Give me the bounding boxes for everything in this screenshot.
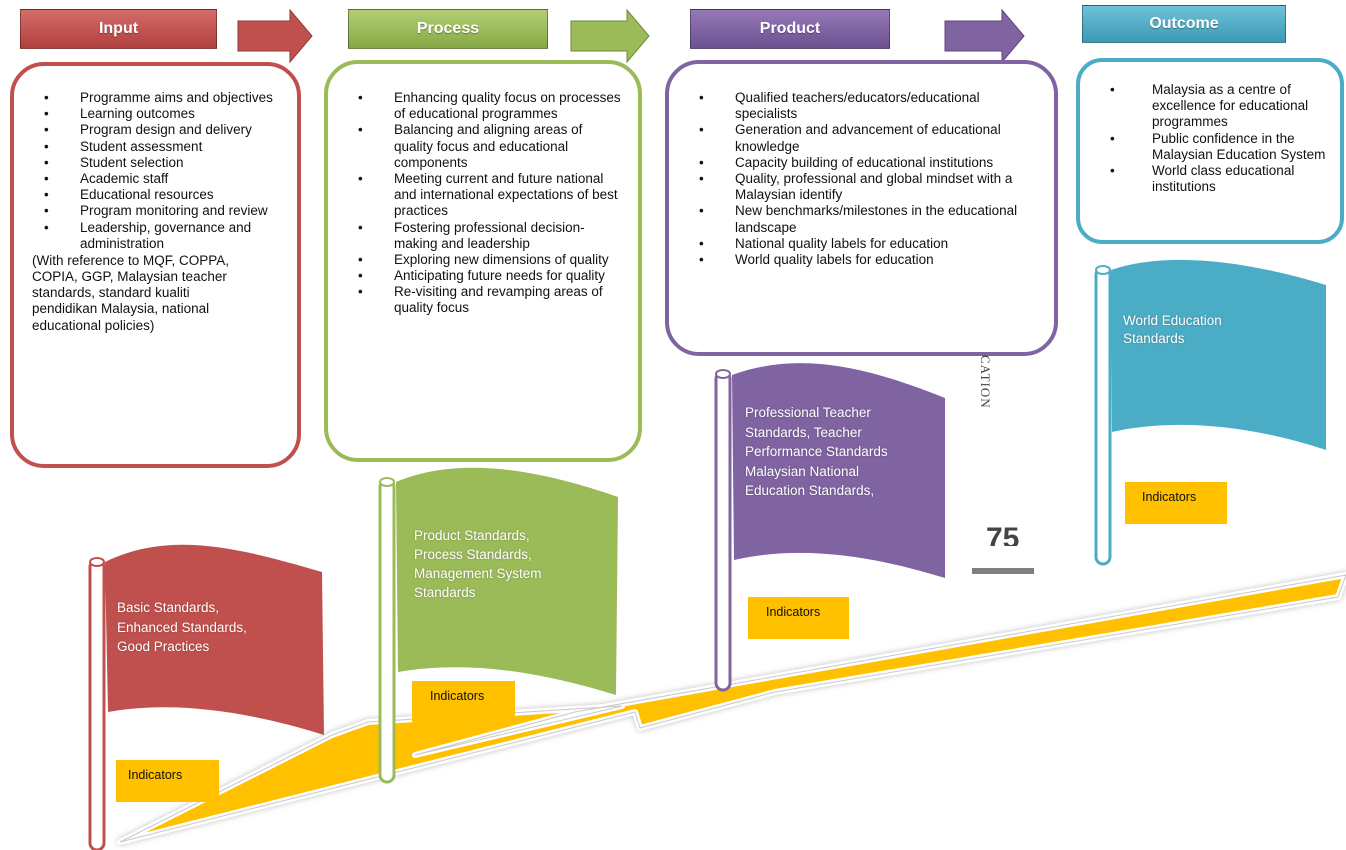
list-item: Generation and advancement of educationa… bbox=[669, 122, 1036, 154]
flag-line: Professional Teacher bbox=[745, 405, 871, 420]
vertical-text-fragment: CATION bbox=[978, 355, 993, 409]
indicators-outcome: Indicators bbox=[1125, 482, 1227, 524]
flag-line: Standards, Teacher bbox=[745, 424, 862, 440]
flag-product bbox=[714, 363, 945, 692]
flag-process-text: Product Standards, Process Standards, Ma… bbox=[414, 527, 614, 603]
list-item: Malaysia as a centre of excellence for e… bbox=[1080, 82, 1332, 131]
list-item: Anticipating future needs for quality bbox=[328, 268, 624, 284]
list-item: Student selection bbox=[14, 155, 287, 171]
flag-outcome bbox=[1094, 259, 1326, 566]
list-item: Program design and delivery bbox=[14, 122, 287, 138]
tab-process: Process bbox=[348, 9, 548, 49]
list-item: Student assessment bbox=[14, 139, 287, 155]
input-box: Programme aims and objectives Learning o… bbox=[10, 62, 301, 468]
arrow-process-to-product bbox=[570, 8, 650, 64]
flag-process bbox=[378, 467, 618, 784]
list-item: Program monitoring and review bbox=[14, 203, 287, 219]
list-item: Exploring new dimensions of quality bbox=[328, 252, 624, 268]
tab-product: Product bbox=[690, 9, 890, 49]
input-list: Programme aims and objectives Learning o… bbox=[14, 90, 287, 252]
list-item: World quality labels for education bbox=[669, 252, 1036, 268]
lightning-bolt-road bbox=[117, 572, 1346, 845]
page-number: 75 bbox=[986, 522, 1020, 546]
list-item: Meeting current and future national and … bbox=[328, 171, 624, 220]
flag-line: Education Standards, bbox=[745, 483, 875, 499]
input-reference-note: (With reference to MQF, COPPA, COPIA, GG… bbox=[32, 252, 230, 333]
flag-line: Standards bbox=[1123, 330, 1185, 346]
list-item: Re-visiting and revamping areas of quali… bbox=[328, 284, 624, 316]
outcome-box: Malaysia as a centre of excellence for e… bbox=[1076, 58, 1344, 244]
list-item: Learning outcomes bbox=[14, 106, 287, 122]
list-item: Academic staff bbox=[14, 171, 287, 187]
list-item: Fostering professional decision-making a… bbox=[328, 220, 624, 252]
process-list: Enhancing quality focus on processes of … bbox=[328, 90, 624, 317]
flag-outcome-text: World Education Standards bbox=[1123, 312, 1318, 347]
tab-input: Input bbox=[20, 9, 217, 49]
indicators-process: Indicators bbox=[412, 681, 515, 722]
flag-line: Enhanced Standards, bbox=[117, 619, 247, 635]
flag-input-text: Basic Standards, Enhanced Standards, Goo… bbox=[117, 598, 317, 657]
list-item: National quality labels for education bbox=[669, 236, 1036, 252]
list-item: Leadership, governance and administratio… bbox=[14, 220, 287, 252]
list-item: Qualified teachers/educators/educational… bbox=[669, 90, 1036, 122]
list-item: New benchmarks/milestones in the educati… bbox=[669, 203, 1036, 235]
list-item: Quality, professional and global mindset… bbox=[669, 171, 1036, 203]
flag-line: Product Standards, bbox=[414, 528, 530, 543]
flag-line: Standards bbox=[414, 584, 476, 600]
flag-line: World Education bbox=[1123, 313, 1222, 328]
flag-input bbox=[88, 544, 324, 850]
flag-line: Process Standards, bbox=[414, 546, 532, 562]
process-box: Enhancing quality focus on processes of … bbox=[324, 60, 642, 462]
flag-line: Management System bbox=[414, 565, 542, 581]
list-item: World class educational institutions bbox=[1080, 163, 1332, 195]
flag-product-text: Professional Teacher Standards, Teacher … bbox=[745, 403, 940, 501]
tab-outcome: Outcome bbox=[1082, 5, 1286, 43]
outcome-list: Malaysia as a centre of excellence for e… bbox=[1080, 82, 1332, 195]
list-item: Programme aims and objectives bbox=[14, 90, 287, 106]
list-item: Public confidence in the Malaysian Educa… bbox=[1080, 131, 1332, 163]
flag-line: Basic Standards, bbox=[117, 600, 220, 615]
arrow-input-to-process bbox=[237, 8, 313, 64]
gray-bar bbox=[972, 568, 1034, 574]
indicators-product: Indicators bbox=[748, 597, 849, 639]
flag-line: Good Practices bbox=[117, 639, 210, 655]
arrow-product-to-outcome bbox=[944, 8, 1025, 64]
indicators-input: Indicators bbox=[116, 760, 219, 802]
list-item: Enhancing quality focus on processes of … bbox=[328, 90, 624, 122]
list-item: Balancing and aligning areas of quality … bbox=[328, 122, 624, 171]
product-box: Qualified teachers/educators/educational… bbox=[665, 60, 1058, 356]
list-item: Educational resources bbox=[14, 187, 287, 203]
product-list: Qualified teachers/educators/educational… bbox=[669, 90, 1036, 268]
flag-line: Performance Standards bbox=[745, 444, 888, 460]
flag-line: Malaysian National bbox=[745, 463, 860, 479]
list-item: Capacity building of educational institu… bbox=[669, 155, 1036, 171]
